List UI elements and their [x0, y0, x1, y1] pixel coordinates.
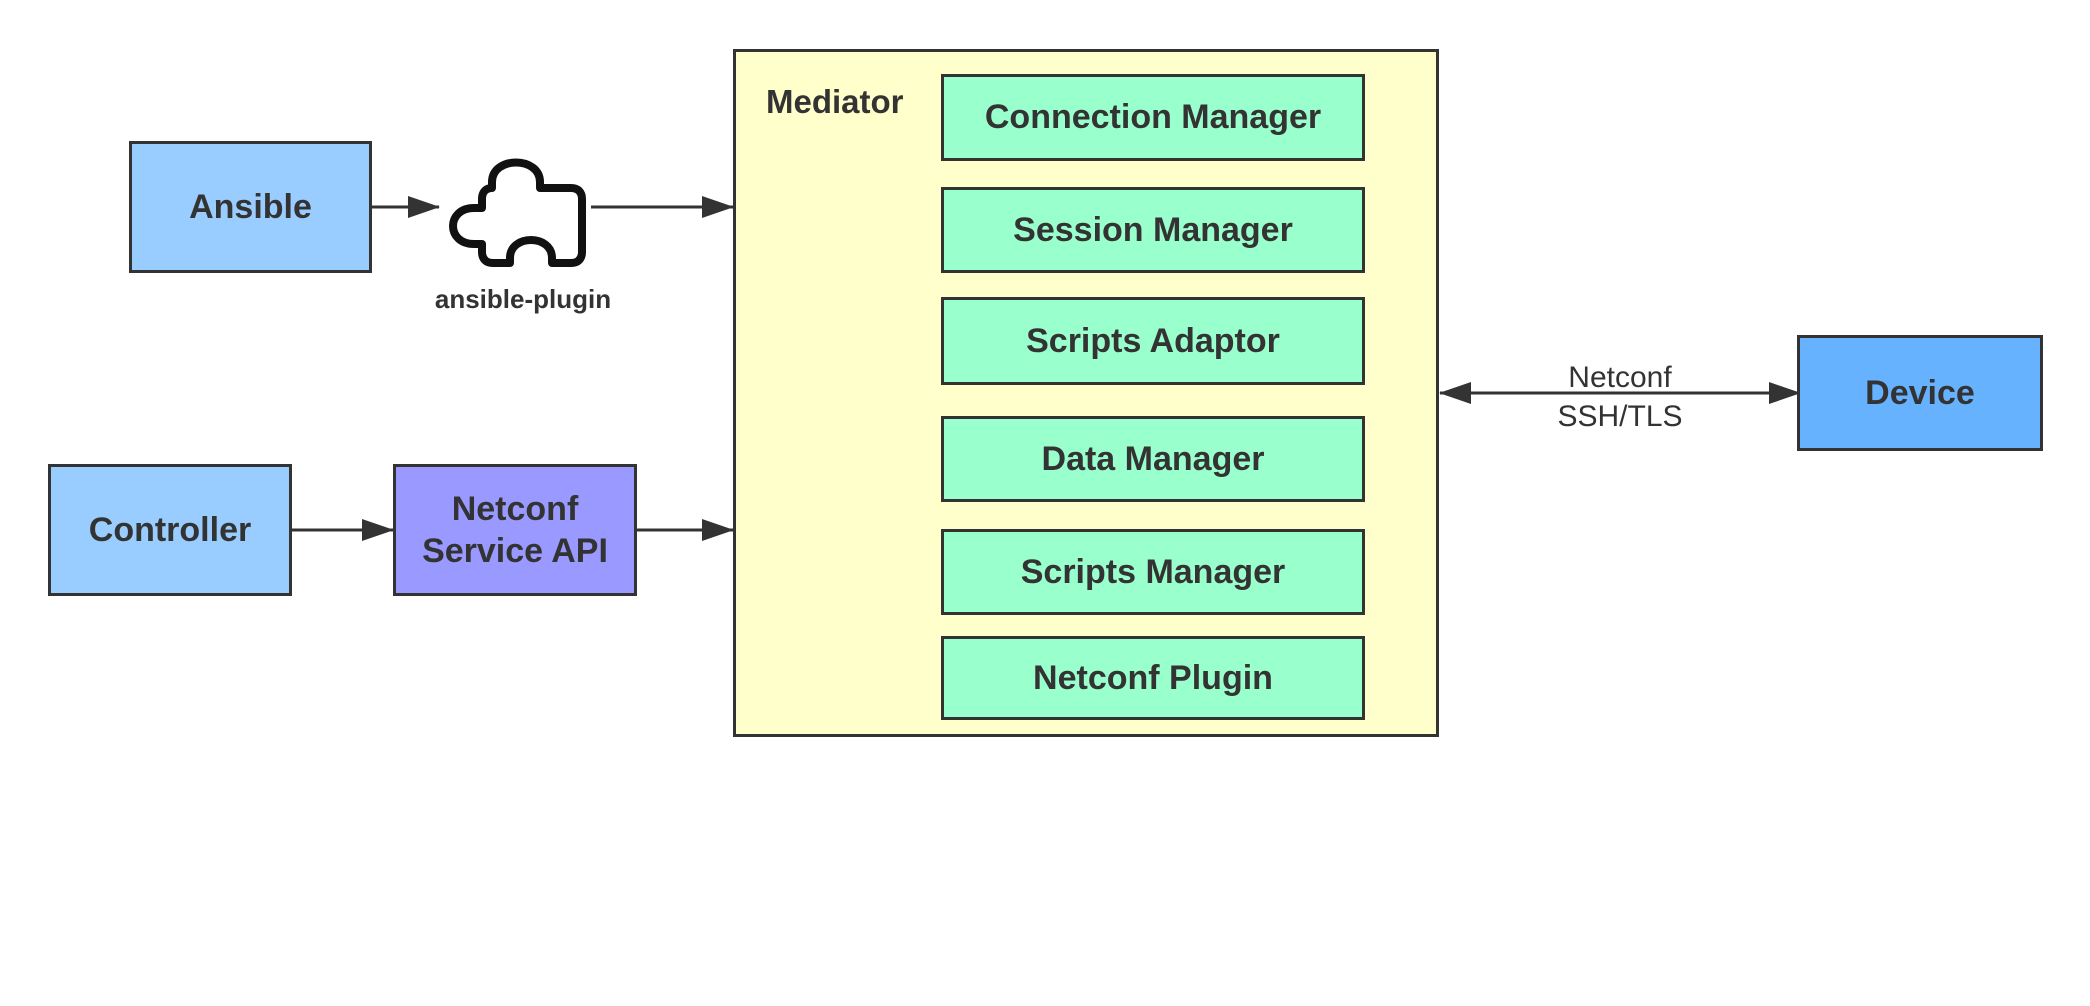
device-label: Device [1865, 374, 1975, 412]
component-netconf-plugin: Netconf Plugin [941, 636, 1365, 720]
mediator-title: Mediator [766, 83, 904, 120]
device-link-protocol: Netconf [1568, 361, 1672, 394]
mediator-container [733, 49, 1439, 737]
ansible-node: Ansible [129, 141, 372, 273]
netconf-service-api-label-line1: Netconf [451, 490, 579, 528]
device-node: Device [1797, 335, 2043, 451]
ansible-label: Ansible [189, 188, 312, 226]
component-session-manager: Session Manager [941, 187, 1365, 273]
component-label: Netconf Plugin [1033, 658, 1273, 697]
component-scripts-manager: Scripts Manager [941, 529, 1365, 615]
component-scripts-adaptor: Scripts Adaptor [941, 297, 1365, 385]
component-label: Scripts Adaptor [1026, 321, 1280, 360]
component-label: Connection Manager [984, 98, 1322, 136]
puzzle-piece-icon [449, 158, 586, 267]
controller-label: Controller [88, 511, 252, 549]
device-link-label: Netconf SSH/TLS [1500, 358, 1740, 436]
ansible-plugin-label: ansible-plugin [434, 284, 612, 314]
component-data-manager: Data Manager [941, 416, 1365, 502]
netconf-service-api-node: Netconf Service API [393, 464, 637, 596]
component-label: Scripts Manager [1020, 552, 1286, 591]
netconf-service-api-label-line2: Service API [422, 532, 608, 570]
controller-node: Controller [48, 464, 292, 596]
component-label: Data Manager [1041, 439, 1265, 478]
component-label: Session Manager [1013, 210, 1293, 249]
component-connection-manager: Connection Manager [941, 74, 1365, 161]
device-link-transport: SSH/TLS [1557, 400, 1683, 433]
